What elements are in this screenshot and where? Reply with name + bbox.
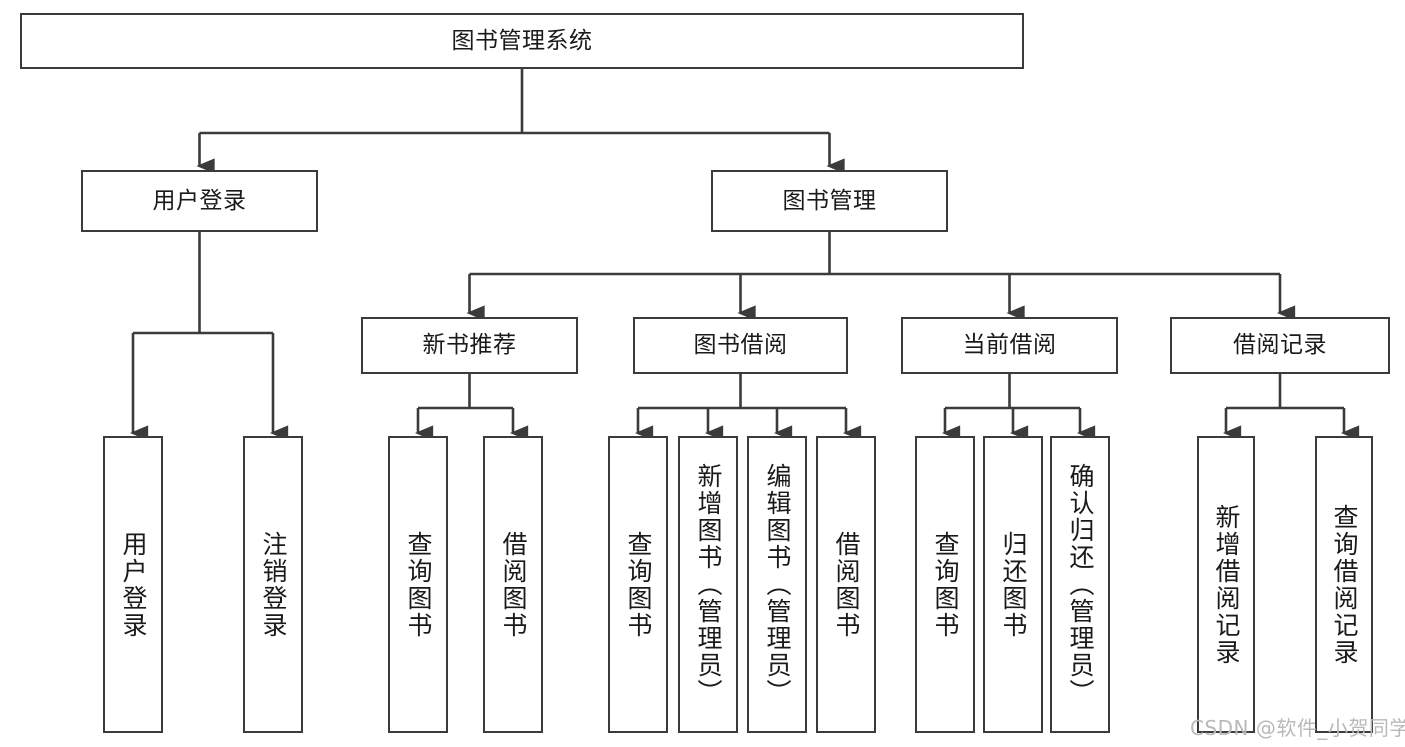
node-borrow-record-label: 借阅记录 [1233,332,1327,359]
node-leaf-add-book-label: 新增图书（管理员） [694,463,723,706]
node-leaf-user-login-label: 用户登录 [119,530,148,639]
node-leaf-query-book-3[interactable]: 查询图书 [915,436,975,733]
node-leaf-borrow-book-1[interactable]: 借阅图书 [483,436,543,733]
node-leaf-query-record[interactable]: 查询借阅记录 [1315,436,1373,733]
node-root-label: 图书管理系统 [451,27,593,54]
node-new-book-recommend[interactable]: 新书推荐 [361,317,578,374]
node-user-login[interactable]: 用户登录 [81,170,318,232]
node-leaf-logout[interactable]: 注销登录 [243,436,303,733]
node-leaf-return-book-label: 归还图书 [999,530,1028,639]
node-leaf-logout-label: 注销登录 [259,530,288,639]
node-leaf-borrow-book-2-label: 借阅图书 [832,530,861,639]
node-current-borrow[interactable]: 当前借阅 [901,317,1118,374]
node-leaf-user-login[interactable]: 用户登录 [103,436,163,733]
node-book-borrow[interactable]: 图书借阅 [633,317,848,374]
node-leaf-add-book[interactable]: 新增图书（管理员） [678,436,738,733]
node-leaf-add-record-label: 新增借阅记录 [1212,503,1241,666]
node-book-manage[interactable]: 图书管理 [711,170,948,232]
node-leaf-query-book-1-label: 查询图书 [404,530,433,639]
node-leaf-query-book-2-label: 查询图书 [624,530,653,639]
node-leaf-confirm-return-label: 确认归还（管理员） [1066,463,1095,706]
node-leaf-query-record-label: 查询借阅记录 [1330,503,1359,666]
node-leaf-add-record[interactable]: 新增借阅记录 [1197,436,1255,733]
node-root[interactable]: 图书管理系统 [20,13,1024,69]
node-leaf-query-book-2[interactable]: 查询图书 [608,436,668,733]
node-leaf-edit-book-label: 编辑图书（管理员） [763,463,792,706]
node-book-borrow-label: 图书借阅 [693,332,788,359]
node-leaf-query-book-3-label: 查询图书 [931,530,960,639]
csdn-watermark: CSDN @软件_小贺同学 [1190,716,1405,740]
node-leaf-confirm-return[interactable]: 确认归还（管理员） [1050,436,1110,733]
node-book-manage-label: 图书管理 [782,187,877,214]
node-leaf-borrow-book-1-label: 借阅图书 [499,530,528,639]
node-borrow-record[interactable]: 借阅记录 [1170,317,1390,374]
node-leaf-query-book-1[interactable]: 查询图书 [388,436,448,733]
node-current-borrow-label: 当前借阅 [962,332,1057,359]
node-new-book-recommend-label: 新书推荐 [422,332,517,359]
node-user-login-label: 用户登录 [152,187,247,214]
node-leaf-return-book[interactable]: 归还图书 [983,436,1043,733]
node-leaf-borrow-book-2[interactable]: 借阅图书 [816,436,876,733]
node-leaf-edit-book[interactable]: 编辑图书（管理员） [747,436,807,733]
